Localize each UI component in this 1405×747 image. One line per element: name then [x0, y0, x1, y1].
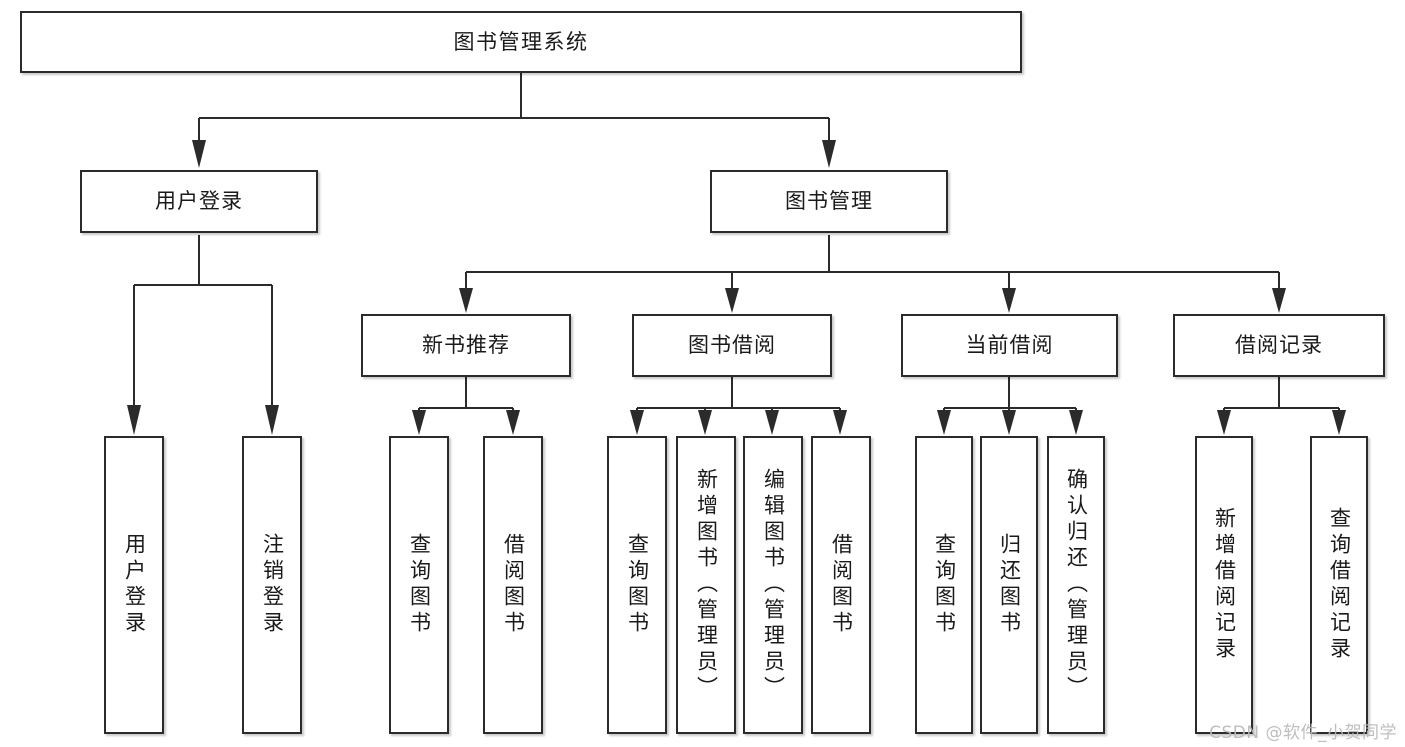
node-label: 借阅图书	[501, 533, 526, 637]
leaf-current-query-book[interactable]: 查询图书	[915, 436, 973, 734]
leaf-borrow-edit-book-admin[interactable]: 编辑图书（管理员）	[743, 436, 803, 734]
node-label: 注销登录	[260, 533, 285, 637]
node-label: 新增借阅记录	[1212, 507, 1237, 663]
leaf-user-login-logout[interactable]: 注销登录	[242, 436, 302, 734]
node-label: 用户登录	[155, 189, 243, 214]
node-label: 用户登录	[122, 533, 147, 637]
node-label: 归还图书	[997, 533, 1022, 637]
node-root-system[interactable]: 图书管理系统	[20, 11, 1022, 73]
node-book-borrow[interactable]: 图书借阅	[632, 314, 832, 377]
node-label: 编辑图书（管理员）	[761, 468, 786, 702]
leaf-current-return-book[interactable]: 归还图书	[980, 436, 1038, 734]
leaf-user-login-login[interactable]: 用户登录	[104, 436, 164, 734]
csdn-watermark: CSDN @软件_小贺同学	[1209, 723, 1397, 743]
node-borrow-record[interactable]: 借阅记录	[1173, 314, 1385, 377]
leaf-borrow-borrow-book[interactable]: 借阅图书	[811, 436, 871, 734]
node-label: 查询借阅记录	[1327, 507, 1352, 663]
leaf-recommend-borrow-book[interactable]: 借阅图书	[483, 436, 543, 734]
node-label: 当前借阅	[965, 333, 1054, 358]
node-label: 查询图书	[407, 533, 432, 637]
leaf-record-query-record[interactable]: 查询借阅记录	[1310, 436, 1368, 734]
node-label: 图书借阅	[688, 333, 776, 358]
node-label: 图书管理	[785, 189, 873, 214]
node-label: 新增图书（管理员）	[694, 468, 719, 702]
node-label: 查询图书	[932, 533, 957, 637]
node-label: 新书推荐	[422, 333, 510, 358]
node-label: 借阅图书	[829, 533, 854, 637]
node-label: 借阅记录	[1235, 333, 1323, 358]
node-label: 确认归还（管理员）	[1064, 468, 1089, 702]
leaf-borrow-query-book[interactable]: 查询图书	[607, 436, 667, 734]
leaf-record-add-record[interactable]: 新增借阅记录	[1195, 436, 1253, 734]
node-book-management[interactable]: 图书管理	[710, 170, 948, 233]
node-current-borrow[interactable]: 当前借阅	[901, 314, 1118, 377]
node-label: 图书管理系统	[453, 29, 589, 54]
leaf-borrow-add-book-admin[interactable]: 新增图书（管理员）	[676, 436, 736, 734]
leaf-current-confirm-return-admin[interactable]: 确认归还（管理员）	[1047, 436, 1105, 734]
node-label: 查询图书	[625, 533, 650, 637]
node-new-book-recommend[interactable]: 新书推荐	[361, 314, 571, 377]
leaf-recommend-query-book[interactable]: 查询图书	[389, 436, 449, 734]
node-user-login[interactable]: 用户登录	[80, 170, 318, 233]
